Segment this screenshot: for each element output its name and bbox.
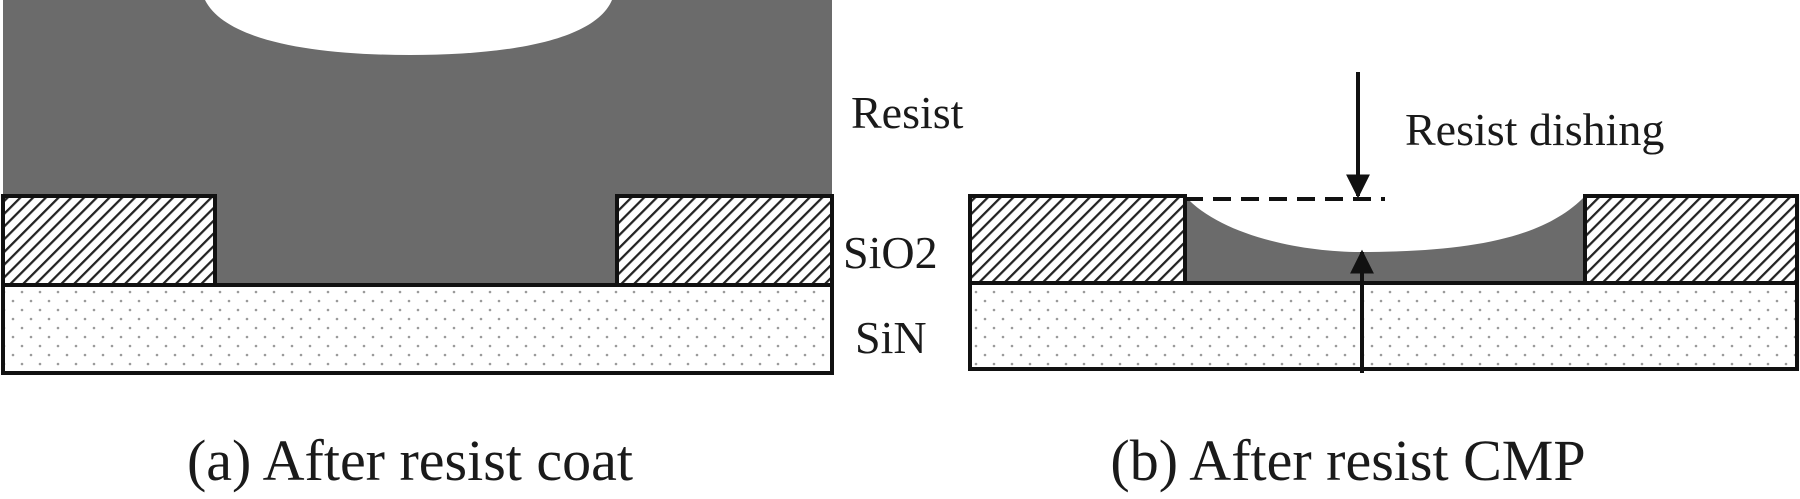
panel-b-resist-dished	[1185, 196, 1585, 283]
label-sin: SiN	[855, 312, 927, 363]
panel-b-sio2-left	[968, 194, 1187, 285]
label-resist-dishing: Resist dishing	[1405, 104, 1664, 155]
panel-a-sio2-left	[1, 194, 217, 287]
panel-a	[1, 0, 834, 375]
caption-b: (b) After resist CMP	[1110, 428, 1585, 493]
panel-b	[968, 72, 1799, 373]
panel-a-resist-highlight	[205, 0, 612, 55]
caption-a: (a) After resist coat	[187, 428, 633, 493]
panel-a-sio2-right	[615, 194, 834, 287]
panel-a-sin-layer	[1, 283, 834, 375]
panel-b-sin-layer	[968, 281, 1799, 371]
label-sio2: SiO2	[843, 227, 938, 278]
label-resist: Resist	[851, 87, 964, 138]
panel-b-sio2-right	[1583, 194, 1799, 285]
